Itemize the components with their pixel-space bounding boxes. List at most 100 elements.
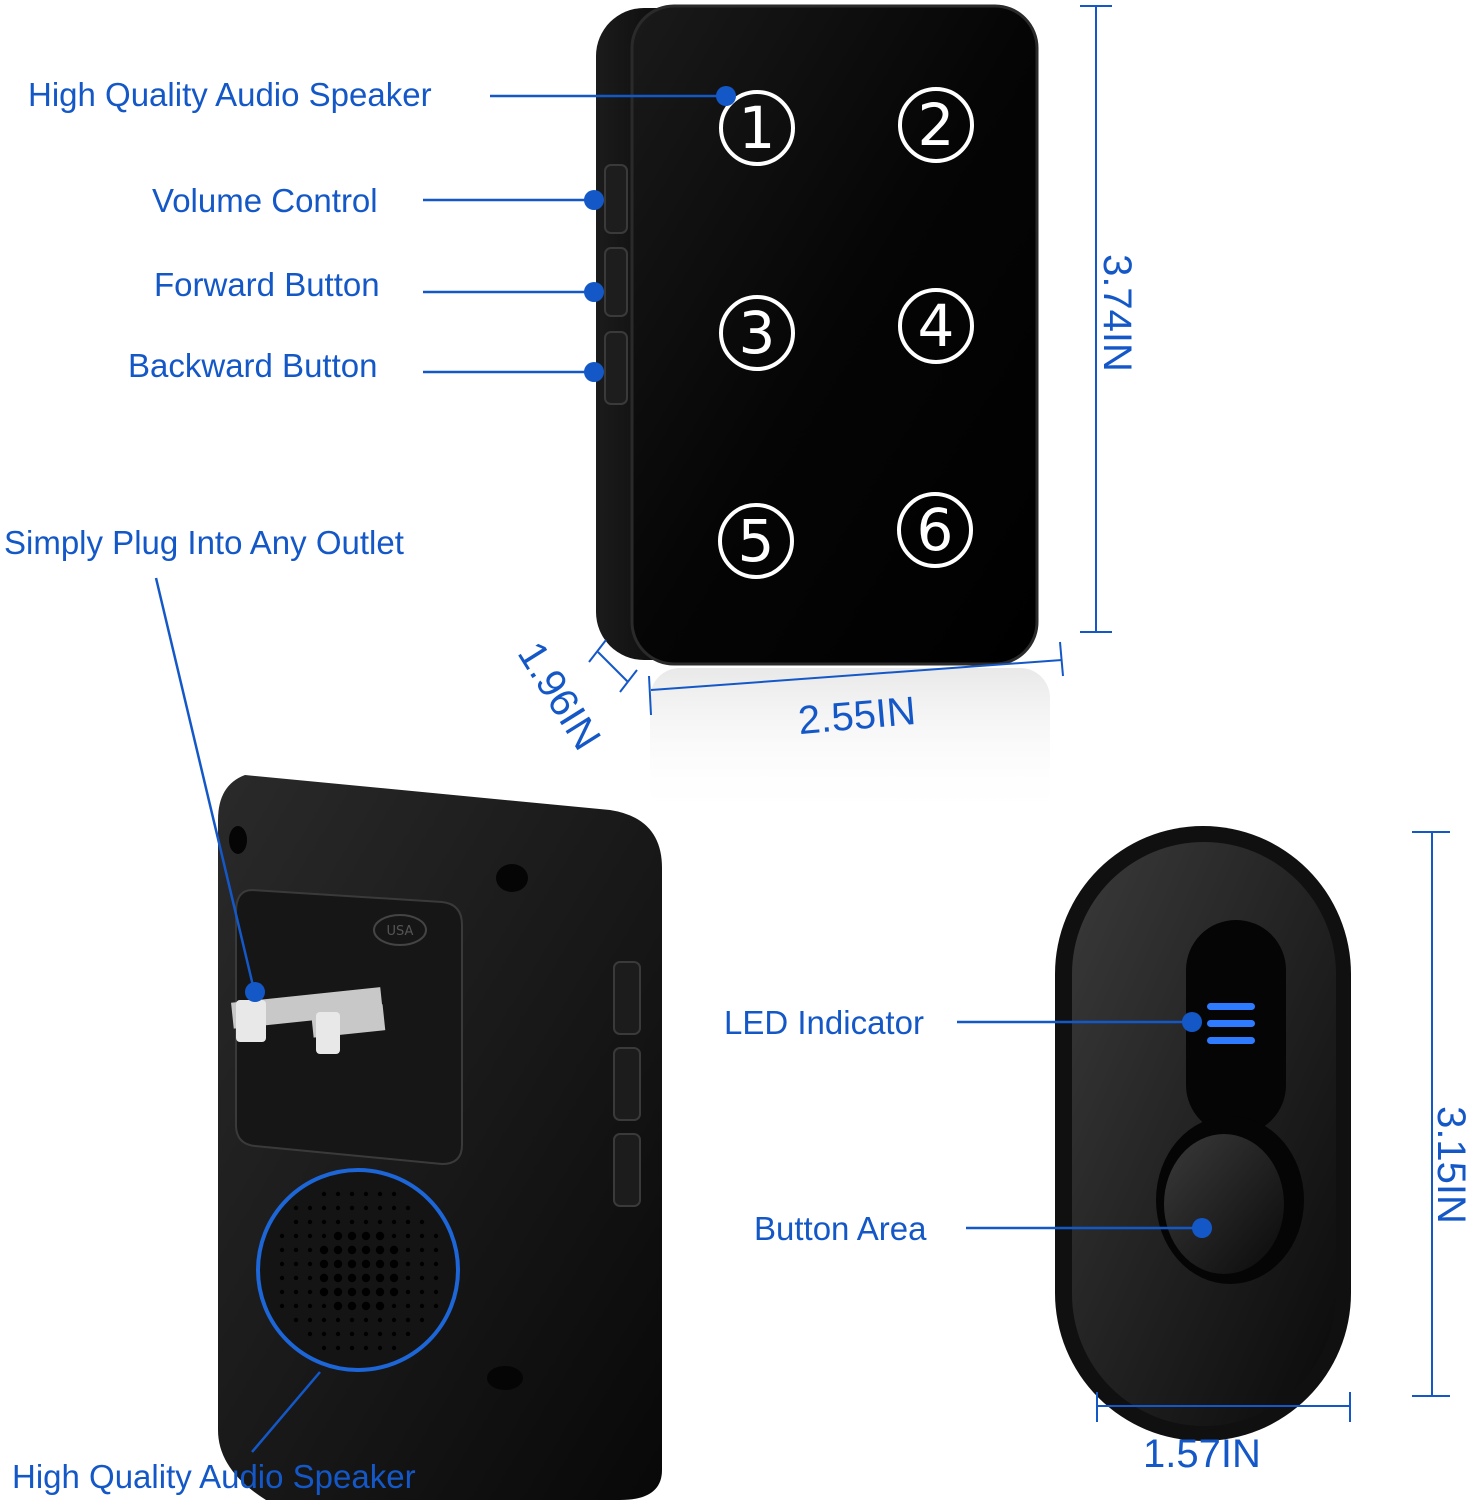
number-button-ring bbox=[719, 90, 795, 166]
grille-hole bbox=[349, 1219, 355, 1225]
receiver-reflection bbox=[650, 668, 1050, 818]
grille-hole bbox=[391, 1303, 397, 1309]
number-button-label: 3 bbox=[739, 299, 776, 367]
grille-hole bbox=[307, 1303, 313, 1309]
grille-hole bbox=[307, 1331, 313, 1337]
number-button-ring bbox=[719, 295, 795, 371]
grille-hole bbox=[347, 1273, 357, 1283]
grille-hole bbox=[389, 1245, 399, 1255]
grille-hole bbox=[279, 1289, 285, 1295]
led-bar bbox=[1207, 1020, 1255, 1027]
grille-hole bbox=[307, 1317, 313, 1323]
plugin-side-key-backward bbox=[613, 1133, 641, 1207]
grille-hole bbox=[419, 1317, 425, 1323]
dimension-transmitter-width: 1.57IN bbox=[1143, 1432, 1261, 1476]
callout-dot bbox=[1182, 1012, 1202, 1032]
receiver-side-key-forward bbox=[604, 247, 628, 317]
callout-backward-button: Backward Button bbox=[128, 347, 378, 384]
grille-hole bbox=[377, 1331, 383, 1337]
plugin-screw-hole bbox=[229, 826, 247, 854]
grille-hole bbox=[347, 1245, 357, 1255]
callout-plug-outlet: Simply Plug Into Any Outlet bbox=[4, 524, 404, 561]
grille-hole bbox=[405, 1205, 411, 1211]
plug-prong-left bbox=[231, 987, 383, 1029]
grille-hole bbox=[347, 1259, 357, 1269]
transmitter-dimension-lines bbox=[1096, 831, 1450, 1422]
grille-hole bbox=[391, 1219, 397, 1225]
grille-hole bbox=[307, 1289, 313, 1295]
grille-hole bbox=[375, 1231, 385, 1241]
grille-hole bbox=[375, 1245, 385, 1255]
grille-hole bbox=[433, 1289, 439, 1295]
grille-hole bbox=[293, 1233, 299, 1239]
grille-hole bbox=[335, 1191, 341, 1197]
grille-hole bbox=[391, 1233, 397, 1239]
grille-hole bbox=[391, 1205, 397, 1211]
grille-hole bbox=[319, 1245, 329, 1255]
grille-hole bbox=[319, 1273, 329, 1283]
callout-dot bbox=[584, 362, 604, 382]
plug-prong-face-right bbox=[316, 1012, 340, 1054]
number-button-ring bbox=[897, 492, 973, 568]
callout-top-speaker: High Quality Audio Speaker bbox=[28, 76, 432, 113]
grille-hole bbox=[389, 1273, 399, 1283]
grille-hole bbox=[361, 1301, 371, 1311]
callout-dot bbox=[716, 86, 736, 106]
grille-hole bbox=[349, 1317, 355, 1323]
receiver-dimension-lines bbox=[588, 5, 1112, 716]
grille-hole bbox=[405, 1247, 411, 1253]
grille-hole bbox=[433, 1275, 439, 1281]
grille-hole bbox=[293, 1317, 299, 1323]
grille-hole bbox=[377, 1345, 383, 1351]
grille-hole bbox=[279, 1233, 285, 1239]
grille-hole bbox=[363, 1317, 369, 1323]
grille-hole bbox=[293, 1219, 299, 1225]
callout-dot bbox=[584, 282, 604, 302]
grille-hole bbox=[293, 1289, 299, 1295]
callout-bottom-speaker: High Quality Audio Speaker bbox=[12, 1458, 416, 1495]
grille-hole bbox=[363, 1205, 369, 1211]
callout-dot bbox=[584, 190, 604, 210]
grille-hole bbox=[375, 1273, 385, 1283]
grille-hole bbox=[321, 1331, 327, 1337]
grille-hole bbox=[335, 1205, 341, 1211]
callout-volume-control: Volume Control bbox=[152, 182, 378, 219]
grille-hole bbox=[279, 1261, 285, 1267]
led-bar bbox=[1207, 1037, 1255, 1044]
grille-hole bbox=[433, 1233, 439, 1239]
grille-hole bbox=[293, 1275, 299, 1281]
number-button-label: 4 bbox=[918, 292, 955, 360]
grille-hole bbox=[363, 1331, 369, 1337]
grille-hole bbox=[333, 1245, 343, 1255]
led-window bbox=[1186, 920, 1286, 1135]
grille-hole bbox=[307, 1247, 313, 1253]
grille-hole bbox=[419, 1233, 425, 1239]
grille-hole bbox=[279, 1247, 285, 1253]
grille-hole bbox=[375, 1259, 385, 1269]
push-button bbox=[1164, 1134, 1284, 1274]
grille-hole bbox=[293, 1247, 299, 1253]
callout-dot bbox=[245, 982, 265, 1002]
callout-led-indicator: LED Indicator bbox=[724, 1004, 924, 1041]
grille-hole bbox=[349, 1205, 355, 1211]
receiver-side-key-backward bbox=[604, 331, 628, 405]
led-bar bbox=[1207, 1003, 1255, 1010]
grille-hole bbox=[389, 1287, 399, 1297]
plugin-usa-mark bbox=[373, 914, 427, 946]
grille-hole bbox=[405, 1233, 411, 1239]
callout-button-area: Button Area bbox=[754, 1210, 927, 1247]
grille-hole bbox=[405, 1289, 411, 1295]
grille-hole bbox=[377, 1219, 383, 1225]
plugin-screw-hole bbox=[496, 864, 528, 892]
grille-hole bbox=[405, 1303, 411, 1309]
grille-hole bbox=[419, 1303, 425, 1309]
grille-hole bbox=[321, 1303, 327, 1309]
grille-hole bbox=[321, 1233, 327, 1239]
grille-hole bbox=[375, 1301, 385, 1311]
grille-hole bbox=[347, 1301, 357, 1311]
grille-hole bbox=[391, 1317, 397, 1323]
grille-hole bbox=[321, 1219, 327, 1225]
grille-hole bbox=[419, 1247, 425, 1253]
